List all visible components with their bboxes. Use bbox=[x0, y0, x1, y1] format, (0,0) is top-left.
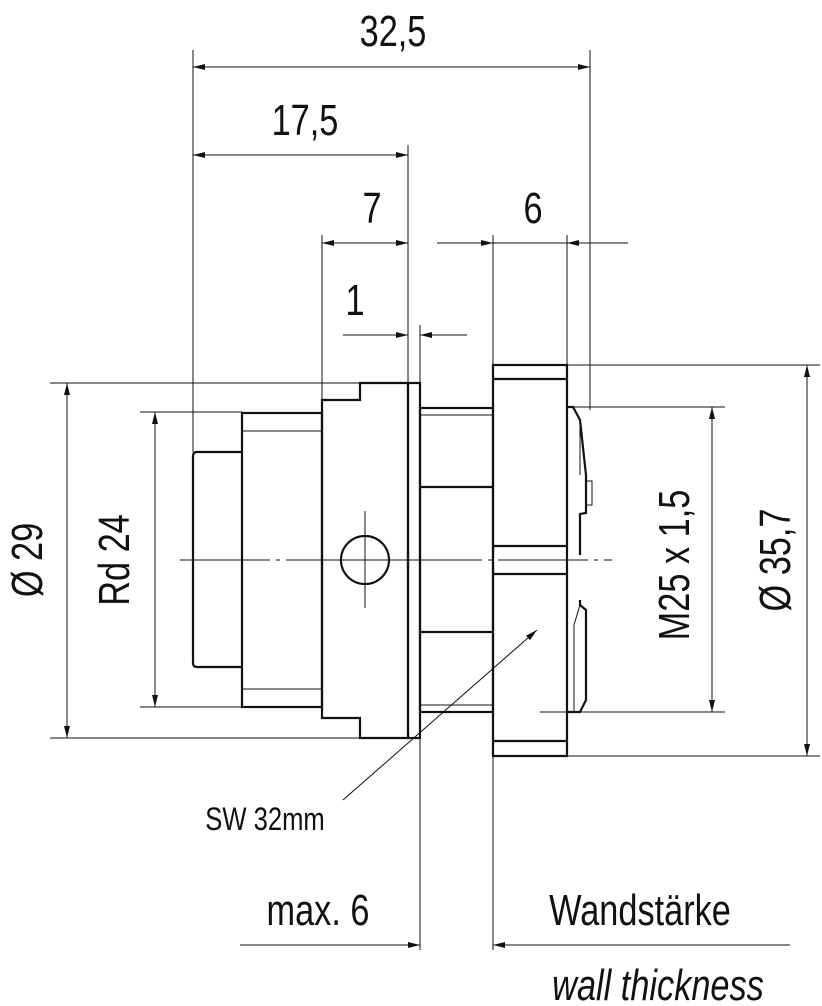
dim-diameter-29: Ø 29 bbox=[3, 523, 52, 597]
dim-thread: M25 x 1,5 bbox=[650, 490, 699, 641]
dimension-labels: 32,5 17,5 7 6 1 Ø 29 Rd 24 M25 x 1,5 Ø 3… bbox=[3, 7, 800, 1006]
hex-nut bbox=[491, 363, 569, 758]
front-cap bbox=[191, 450, 242, 669]
connector-body bbox=[191, 363, 593, 758]
label-wall-en: wall thickness bbox=[552, 961, 764, 1006]
dim-flange-width: 7 bbox=[362, 184, 381, 233]
dim-nut-width: 6 bbox=[523, 184, 542, 233]
seal-top bbox=[567, 405, 588, 555]
dim-rd-24: Rd 24 bbox=[90, 514, 139, 606]
dim-max-panel: max. 6 bbox=[267, 886, 370, 935]
dim-diameter-35-7: Ø 35,7 bbox=[751, 509, 800, 612]
label-wall-de: Wandstärke bbox=[549, 886, 731, 935]
dim-front-length: 17,5 bbox=[272, 96, 339, 145]
dim-wrench-size: SW 32mm bbox=[205, 802, 324, 837]
dimension-lines bbox=[64, 64, 810, 948]
dim-plate-width: 1 bbox=[345, 276, 364, 325]
extension-lines bbox=[50, 50, 820, 950]
dim-overall-length: 32,5 bbox=[360, 7, 427, 56]
